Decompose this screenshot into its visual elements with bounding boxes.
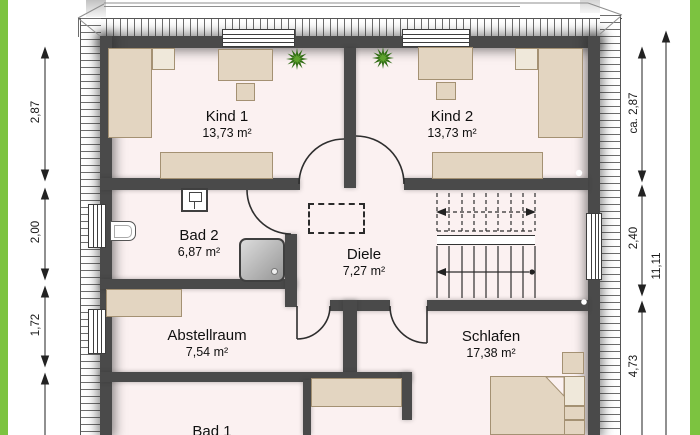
room-label-bad2: Bad 2 6,87 m² <box>139 227 259 260</box>
sideboard <box>160 152 273 179</box>
wall <box>343 300 357 373</box>
left-green-bar <box>0 0 8 435</box>
wall <box>402 372 412 420</box>
bed-part <box>564 420 585 435</box>
room-area: 7,27 m² <box>342 264 386 279</box>
dim-label: 2,87 <box>30 100 42 124</box>
sideboard <box>432 152 543 179</box>
bed-pillow <box>152 48 175 70</box>
bed <box>538 48 583 138</box>
room-name: Bad 1 <box>192 423 232 435</box>
wall <box>285 234 297 307</box>
roof-overhang-right <box>600 15 621 435</box>
room-name: Bad 2 <box>179 227 219 244</box>
room-label-kind2: Kind 2 13,73 m² <box>392 108 512 141</box>
room-label-abstellraum: Abstellraum 7,54 m² <box>147 327 267 360</box>
room-name: Kind 2 <box>430 108 474 125</box>
wall <box>330 300 390 311</box>
room-name: Diele <box>346 246 382 263</box>
room-area: 7,54 m² <box>185 345 229 360</box>
roof-overhang-top <box>78 18 622 37</box>
room-area: 17,38 m² <box>466 346 516 361</box>
right-green-bar <box>690 0 700 435</box>
wall <box>100 279 297 289</box>
room-name: Schlafen <box>461 328 521 345</box>
wall <box>344 48 356 188</box>
bed-pillow <box>564 376 585 406</box>
wall <box>427 300 588 311</box>
wardrobe <box>311 378 402 407</box>
wall <box>100 372 412 382</box>
room-area: 13,73 m² <box>202 126 252 141</box>
toilet-icon <box>181 188 208 212</box>
desk <box>418 47 473 80</box>
room-area: 13,73 m² <box>427 126 477 141</box>
room-label-diele: Diele 7,27 m² <box>304 246 424 279</box>
window <box>586 213 602 280</box>
bed <box>490 376 565 435</box>
room-area: 6,87 m² <box>177 245 221 260</box>
window <box>88 309 106 354</box>
wall <box>100 178 300 190</box>
sideboard <box>106 289 182 317</box>
wall <box>404 178 588 190</box>
stair-landing <box>437 235 535 245</box>
chair <box>236 83 255 101</box>
bed-pillow <box>515 48 538 70</box>
dim-label: 2,00 <box>30 220 42 244</box>
dimension-arrow-total <box>661 30 671 435</box>
dim-label: 4,73 <box>628 354 640 378</box>
bed-part <box>564 406 585 420</box>
chair <box>436 82 456 100</box>
window <box>88 204 106 248</box>
dim-label: ca. 2,87 <box>628 92 640 134</box>
sink-icon <box>110 221 136 241</box>
room-label-schlafen: Schlafen 17,38 m² <box>431 328 551 361</box>
desk <box>218 49 273 81</box>
dim-label: 2,40 <box>628 226 640 250</box>
bed <box>108 48 152 138</box>
room-label-kind1: Kind 1 13,73 m² <box>167 108 287 141</box>
shower-icon <box>239 238 285 282</box>
dimension-arrows-left <box>40 46 50 435</box>
wall <box>100 36 600 48</box>
dormer-window <box>222 29 295 47</box>
dormer-window <box>402 29 470 47</box>
wall <box>303 380 311 435</box>
roof-shadow <box>580 0 600 13</box>
roof-shadow <box>86 0 106 17</box>
dim-label: 1,72 <box>30 313 42 337</box>
room-label-bad1: Bad 1 <box>152 423 272 435</box>
room-name: Abstellraum <box>167 327 247 344</box>
nightstand <box>562 352 584 374</box>
room-name: Kind 1 <box>205 108 249 125</box>
ceiling-opening <box>308 203 365 234</box>
dim-label-total: 11,11 <box>651 252 663 280</box>
